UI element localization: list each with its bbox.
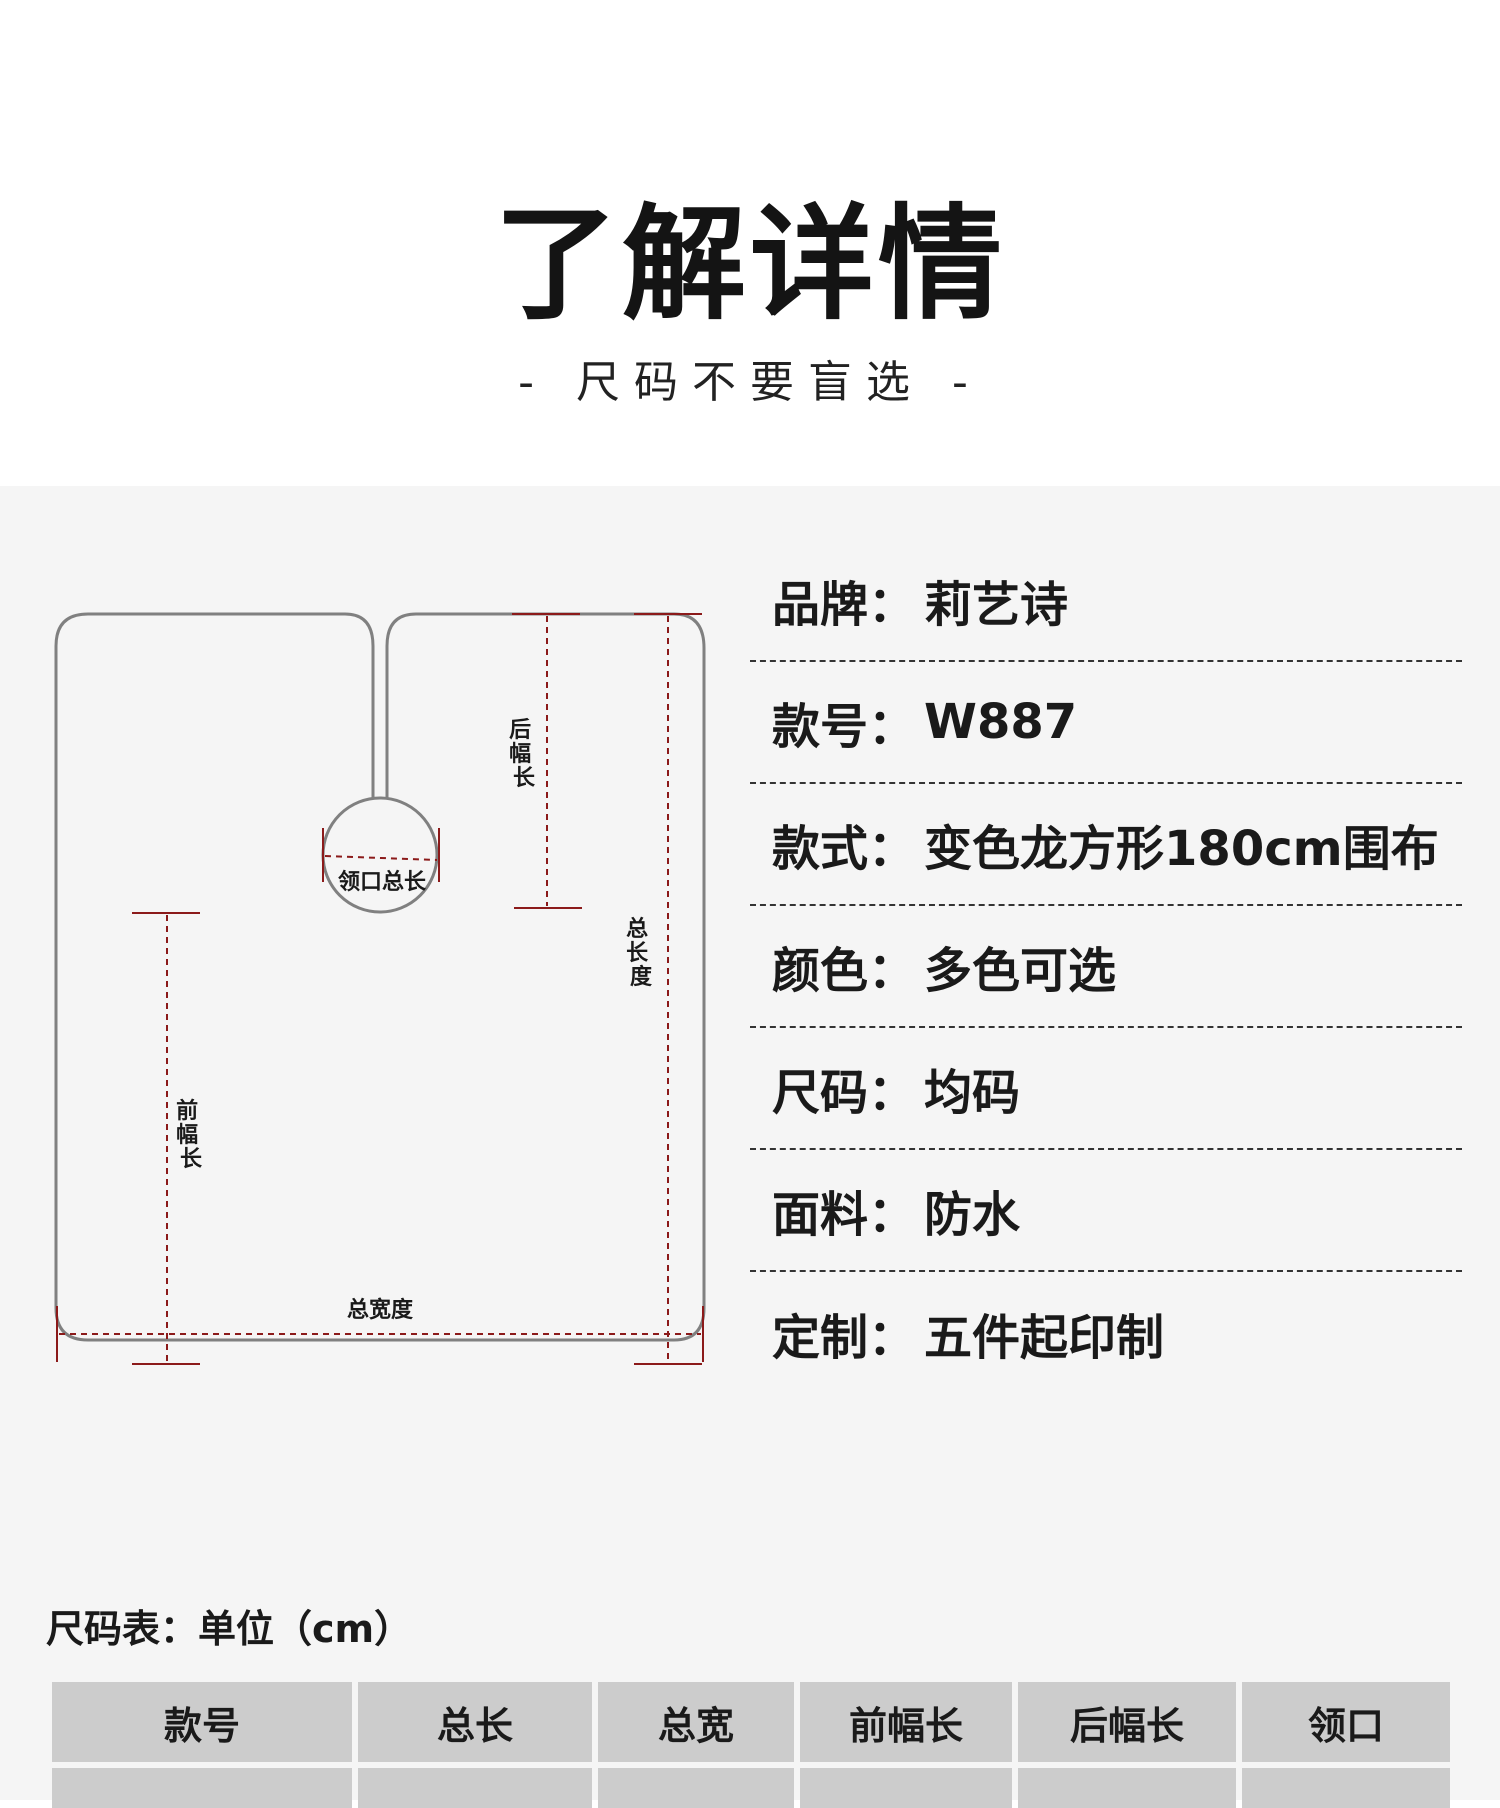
spec-value: 防水 — [924, 1187, 1021, 1243]
spec-row-fabric: 面料：防水 — [750, 1150, 1462, 1272]
back-length-char: 幅 — [509, 742, 531, 767]
neckline-measure — [322, 828, 440, 882]
back-length-char: 长 — [513, 766, 536, 791]
spec-row-brand: 品牌：莉艺诗 — [750, 540, 1462, 662]
size-table-header: 前幅长 — [800, 1682, 1012, 1762]
spec-key: 品牌 — [772, 577, 869, 633]
spec-key: 尺码 — [772, 1065, 869, 1121]
spec-key: 款式 — [772, 821, 869, 877]
table-cell — [598, 1762, 794, 1808]
spec-key: 定制 — [772, 1310, 869, 1366]
spec-separator: ： — [868, 1187, 917, 1243]
page-title: 了解详情 — [493, 193, 1006, 337]
size-table-header: 总宽 — [598, 1682, 794, 1762]
cape-outline-shape — [54, 612, 706, 1342]
total-length-measure — [634, 613, 702, 1365]
spec-separator: ： — [868, 943, 917, 999]
back-length-char: 后 — [509, 718, 531, 743]
cape-size-diagram: 领口总长 后 幅 长 总 长 度 前 — [54, 612, 706, 1365]
total-length-label: 总 长 度 — [626, 916, 656, 990]
table-cell — [52, 1762, 352, 1808]
total-length-char: 度 — [630, 964, 653, 990]
front-length-char: 长 — [180, 1147, 203, 1172]
neckline-label: 领口总长 — [338, 869, 427, 895]
spec-key: 颜色 — [772, 943, 869, 999]
size-table-header: 总长 — [358, 1682, 592, 1762]
spec-value: 变色龙方形180cm围布 — [924, 821, 1439, 877]
back-length-label: 后 幅 长 — [509, 718, 539, 791]
spec-separator: ： — [868, 1065, 917, 1121]
page-header: 了解详情 - 尺码不要盲选 - — [0, 0, 1500, 486]
size-table-header: 后幅长 — [1018, 1682, 1236, 1762]
size-table-title: 尺码表：单位（cm） — [46, 1607, 413, 1651]
table-cell — [1018, 1762, 1236, 1808]
total-length-char: 长 — [626, 941, 649, 966]
total-width-measure — [56, 1306, 704, 1362]
spec-list: 品牌：莉艺诗 款号：W887 款式：变色龙方形180cm围布 颜色：多色可选 尺… — [750, 540, 1462, 1394]
size-table-header-row: 款号 总长 总宽 前幅长 后幅长 领口 — [52, 1682, 1450, 1762]
spec-row-style-number: 款号：W887 — [750, 662, 1462, 784]
size-table-header: 款号 — [52, 1682, 352, 1762]
total-width-label: 总宽度 — [347, 1297, 414, 1323]
spec-value: W887 — [924, 694, 1078, 750]
spec-value: 多色可选 — [924, 943, 1117, 999]
spec-row-style: 款式：变色龙方形180cm围布 — [750, 784, 1462, 906]
spec-value: 五件起印制 — [924, 1310, 1165, 1366]
spec-separator: ： — [868, 821, 917, 877]
total-length-char: 总 — [626, 916, 648, 942]
table-row — [52, 1762, 1450, 1808]
table-cell — [800, 1762, 1012, 1808]
size-table: 款号 总长 总宽 前幅长 后幅长 领口 — [46, 1682, 1456, 1808]
spec-row-custom: 定制：五件起印制 — [750, 1272, 1462, 1394]
details-section: 领口总长 后 幅 长 总 长 度 前 — [0, 486, 1500, 1808]
spec-value: 均码 — [924, 1065, 1021, 1121]
front-length-char: 前 — [176, 1098, 198, 1124]
table-cell — [358, 1762, 592, 1808]
spec-separator: ： — [868, 577, 917, 633]
size-table-header: 领口 — [1242, 1682, 1450, 1762]
spec-value: 莉艺诗 — [924, 577, 1069, 633]
spec-separator: ： — [868, 1310, 917, 1366]
spec-separator: ： — [868, 699, 917, 755]
spec-row-size: 尺码：均码 — [750, 1028, 1462, 1150]
spec-row-color: 颜色：多色可选 — [750, 906, 1462, 1028]
front-length-measure — [132, 912, 200, 1365]
spec-key: 面料 — [772, 1187, 869, 1243]
table-cell — [1242, 1762, 1450, 1808]
front-length-label: 前 幅 长 — [176, 1098, 206, 1172]
spec-key: 款号 — [772, 699, 869, 755]
back-length-measure — [512, 613, 582, 909]
page-subtitle: - 尺码不要盲选 - — [518, 357, 982, 408]
front-length-char: 幅 — [176, 1123, 198, 1148]
